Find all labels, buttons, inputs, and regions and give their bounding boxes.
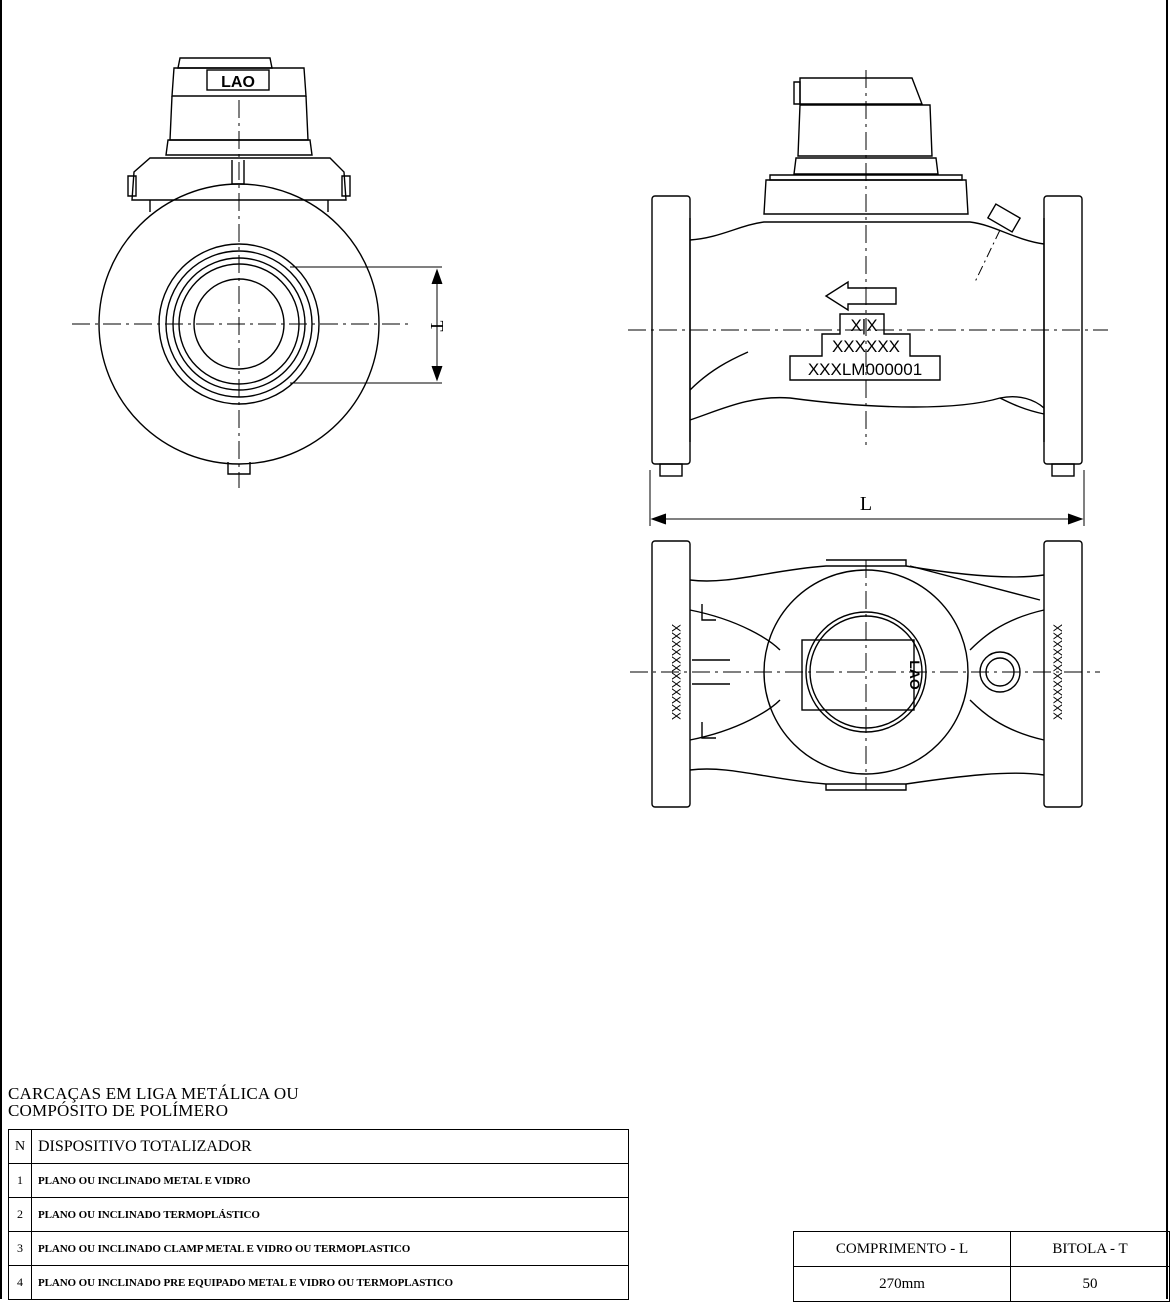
caption-line-1: CARCAÇAS EM LIGA METÁLICA OU — [8, 1084, 299, 1103]
row-number: 2 — [8, 1197, 32, 1232]
label-row2: XXXXXX — [832, 337, 900, 356]
dims-value-row: 270mm 50 — [793, 1266, 1170, 1302]
row-description: PLANO OU INCLINADO CLAMP METAL E VIDRO O… — [31, 1231, 629, 1266]
row-number: 4 — [8, 1265, 32, 1300]
header-gauge: BITOLA - T — [1010, 1231, 1170, 1267]
row-number: 3 — [8, 1231, 32, 1266]
row-number: 1 — [8, 1163, 32, 1198]
value-length: 270mm — [793, 1266, 1011, 1302]
brand-text-top: LAO — [907, 660, 923, 690]
flange-left-top — [651, 540, 691, 808]
value-gauge: 50 — [1010, 1266, 1170, 1302]
caption-line-2: COMPÓSITO DE POLÍMERO — [8, 1101, 229, 1120]
dims-header-row: COMPRIMENTO - L BITOLA - T — [793, 1231, 1170, 1267]
header-n: N — [8, 1129, 32, 1164]
top-view: LAO XXXXXXXXXXXX XXXXXXXXXXXX — [630, 540, 1100, 808]
table-row: 2 PLANO OU INCLINADO TERMOPLÁSTICO — [8, 1197, 629, 1232]
dimension-t — [290, 266, 443, 384]
dimension-l-label: L — [860, 493, 872, 515]
flange-right-top — [1043, 540, 1083, 808]
row-description: PLANO OU INCLINADO METAL E VIDRO — [31, 1163, 629, 1198]
row-description: PLANO OU INCLINADO PRE EQUIPADO METAL E … — [31, 1265, 629, 1300]
table-row: 1 PLANO OU INCLINADO METAL E VIDRO — [8, 1163, 629, 1198]
dimensions-table: COMPRIMENTO - L BITOLA - T 270mm 50 — [793, 1231, 1170, 1302]
row-description: PLANO OU INCLINADO TERMOPLÁSTICO — [31, 1197, 629, 1232]
header-device: DISPOSITIVO TOTALIZADOR — [31, 1129, 629, 1164]
table-header-row: N DISPOSITIVO TOTALIZADOR — [8, 1129, 629, 1164]
label-row1: X|X — [850, 316, 877, 335]
table-row: 3 PLANO OU INCLINADO CLAMP METAL E VIDRO… — [8, 1231, 629, 1266]
dimension-l — [649, 470, 1085, 526]
housing-caption: CARCAÇAS EM LIGA METÁLICA OU COMPÓSITO D… — [8, 1085, 608, 1119]
header-length: COMPRIMENTO - L — [793, 1231, 1011, 1267]
table-row: 4 PLANO OU INCLINADO PRE EQUIPADO METAL … — [8, 1265, 629, 1300]
side-view: X|X XXXXXX XXXLM000001 L — [628, 70, 1108, 526]
register-options-table: N DISPOSITIVO TOTALIZADOR 1 PLANO OU INC… — [8, 1129, 629, 1300]
dimension-t-label: T — [427, 321, 447, 332]
label-row3: XXXLM000001 — [808, 360, 922, 379]
brand-text-end: LAO — [221, 74, 255, 91]
end-view: LAO T — [72, 57, 447, 488]
